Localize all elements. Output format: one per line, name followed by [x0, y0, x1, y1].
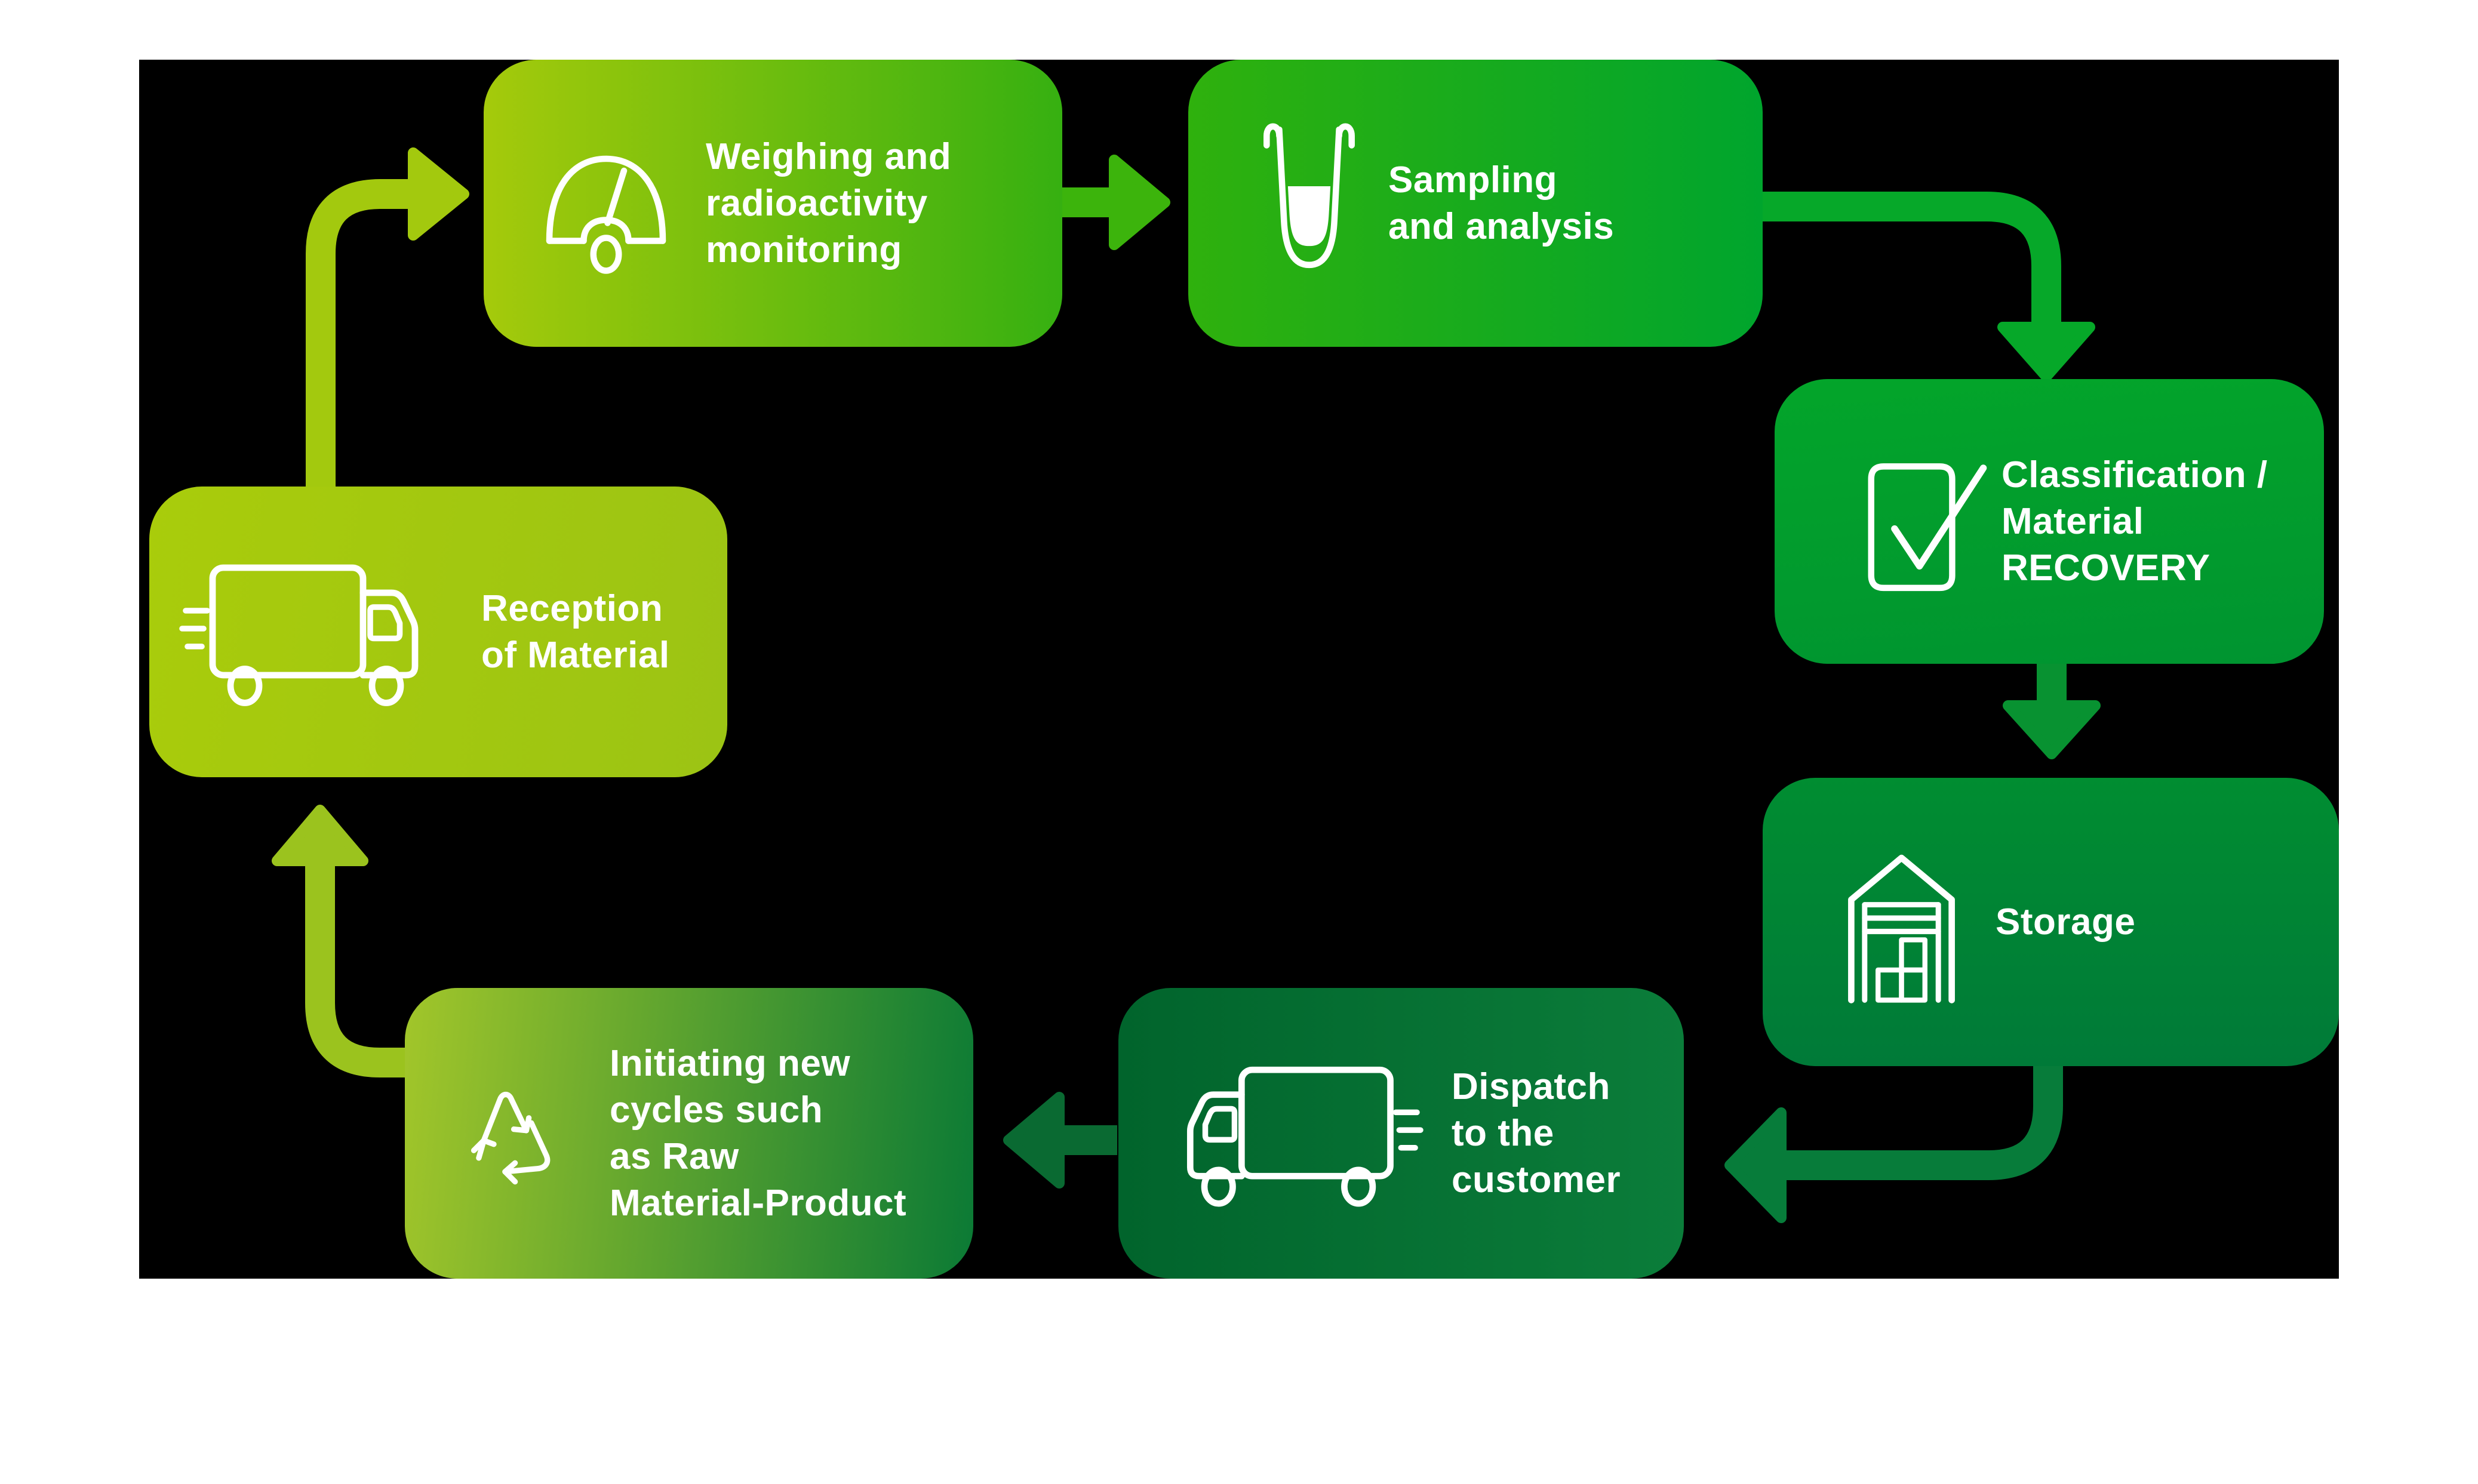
arrow-sampling-to-classification: [1763, 192, 2095, 382]
label-line: as Raw: [610, 1135, 739, 1177]
step-box-initiating: Initiating new cycles such as Raw Materi…: [405, 988, 973, 1279]
arrow-weighing-to-sampling: [1062, 155, 1170, 250]
step-label-sampling: Sampling and analysis: [1388, 157, 1614, 250]
label-line: Material: [2002, 500, 2144, 542]
label-line: monitoring: [706, 229, 902, 270]
step-box-dispatch: Dispatch to the customer: [1118, 988, 1684, 1279]
step-label-weighing: Weighing and radioactivity monitoring: [706, 134, 951, 273]
label-line: and analysis: [1388, 205, 1615, 247]
label-line: radioactivity: [706, 182, 928, 224]
step-label-reception: Reception of Material: [481, 586, 670, 679]
label-line: Initiating new: [610, 1042, 851, 1084]
warehouse-icon: [1834, 833, 1969, 1012]
label-line: Weighing and: [706, 136, 952, 177]
checkbox-icon: [1849, 432, 1987, 611]
arrow-classification-to-storage: [2003, 664, 2101, 759]
recycle-icon: [457, 1068, 583, 1199]
step-label-dispatch: Dispatch to the customer: [1452, 1064, 1621, 1203]
label-line: RECOVERY: [2002, 547, 2210, 589]
arrow-initiating-to-reception: [272, 805, 408, 1077]
label-line: cycles such: [610, 1089, 823, 1131]
step-box-sampling: Sampling and analysis: [1188, 60, 1763, 347]
step-box-weighing: Weighing and radioactivity monitoring: [484, 60, 1062, 347]
label-line: Dispatch: [1452, 1066, 1610, 1107]
crucible-icon: [1254, 117, 1364, 290]
step-label-initiating: Initiating new cycles such as Raw Materi…: [610, 1040, 906, 1227]
label-line: customer: [1452, 1159, 1621, 1200]
step-box-storage: Storage: [1763, 778, 2339, 1066]
label-line: to the: [1452, 1112, 1554, 1154]
arrow-reception-to-weighing: [306, 147, 469, 491]
label-line: Reception: [481, 587, 663, 629]
label-line: Classification /: [2002, 454, 2268, 495]
truck-left-icon: [1153, 1044, 1424, 1223]
label-line: Sampling: [1388, 159, 1558, 201]
label-line: Storage: [1996, 901, 2136, 943]
step-box-reception: Reception of Material: [149, 487, 727, 777]
arrow-storage-to-dispatch: [1724, 1066, 2063, 1223]
label-line: of Material: [481, 634, 670, 676]
step-label-classification: Classification / Material RECOVERY: [2002, 452, 2268, 592]
gauge-icon: [531, 117, 681, 290]
label-line: Material-Product: [610, 1182, 907, 1224]
truck-right-icon: [179, 543, 453, 722]
step-box-classification: Classification / Material RECOVERY: [1775, 379, 2324, 664]
step-label-storage: Storage: [1996, 899, 2135, 946]
arrow-dispatch-to-initiating: [1003, 1092, 1117, 1189]
